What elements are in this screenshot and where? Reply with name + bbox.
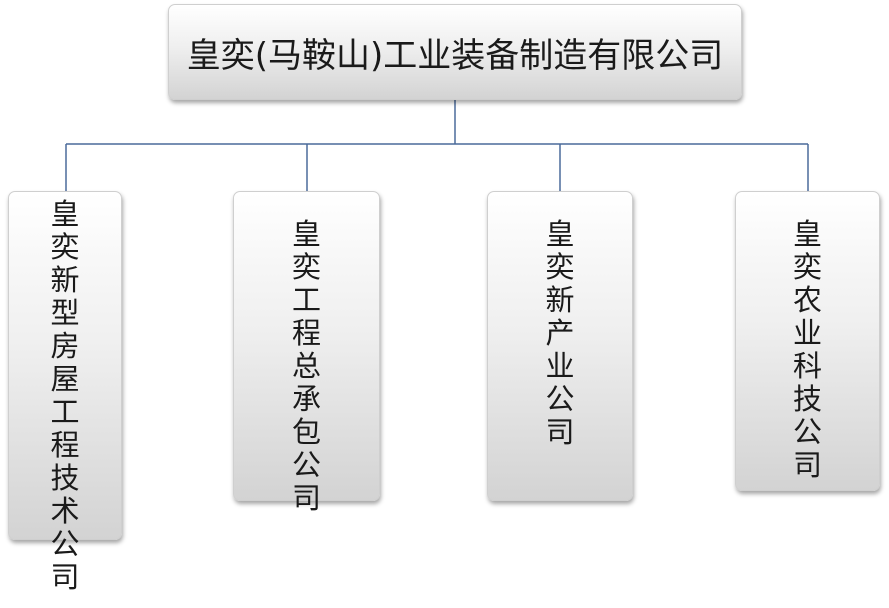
- child-node-2: 皇奕工程总承包公司: [233, 191, 380, 515]
- child-node-4: 皇奕农业科技公司: [735, 191, 880, 491]
- child-node-label: 皇奕工程总承包公司: [291, 217, 321, 515]
- child-node-1: 皇奕新型房屋工程技术公司: [8, 191, 122, 594]
- root-node: 皇奕(马鞍山)工业装备制造有限公司: [168, 4, 742, 100]
- child-node-label: 皇奕农业科技公司: [792, 217, 822, 482]
- child-node-label: 皇奕新产业公司: [545, 217, 575, 449]
- child-node-label: 皇奕新型房屋工程技术公司: [50, 197, 80, 594]
- root-node-label: 皇奕(马鞍山)工业装备制造有限公司: [186, 35, 724, 76]
- child-node-3: 皇奕新产业公司: [487, 191, 633, 501]
